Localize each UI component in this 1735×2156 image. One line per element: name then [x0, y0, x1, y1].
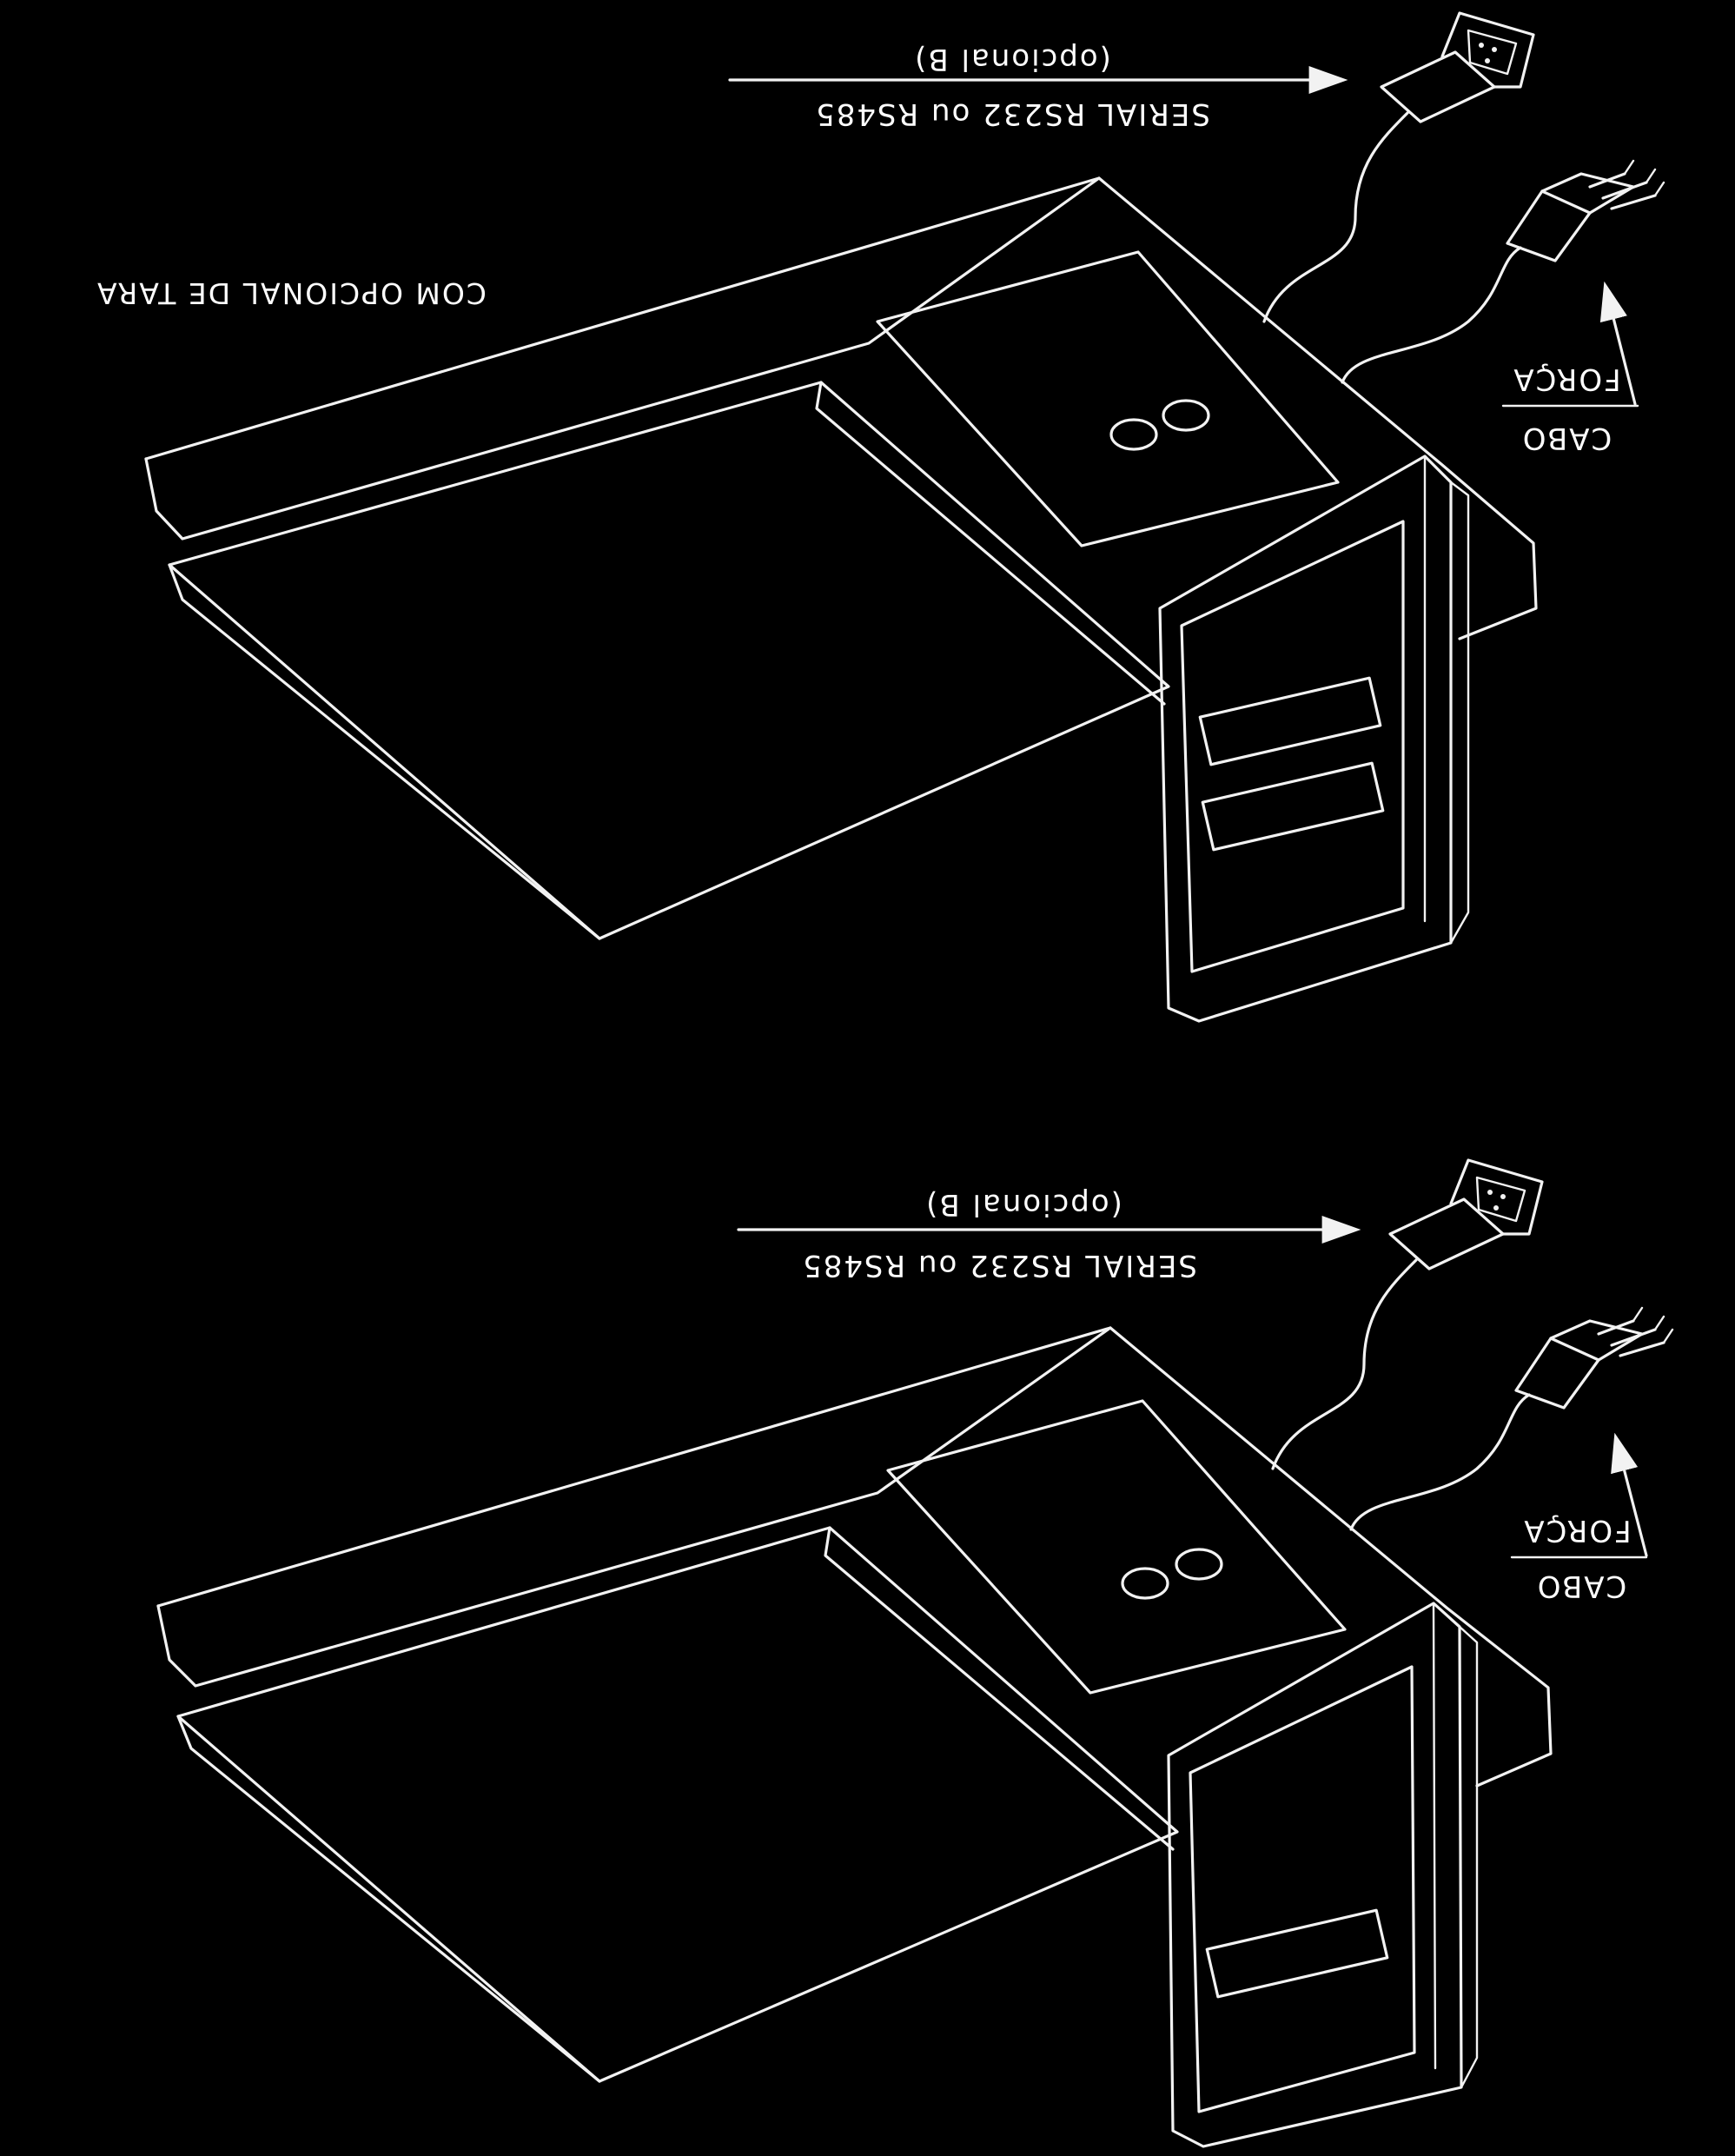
- indicator-inner: [1180, 520, 1405, 973]
- indicator-inner: [1189, 1665, 1416, 2113]
- platter-rim: [824, 1526, 1175, 1851]
- figure-b: (opcional B) SERIAL RS232 ou RS485 FORÇA…: [156, 1158, 1674, 2148]
- button-2: [1162, 399, 1210, 432]
- power-cable: [1341, 246, 1522, 384]
- scale-drawing-a: [144, 11, 1665, 1023]
- indicator-side: [1423, 454, 1470, 945]
- power-arrow: [1611, 1432, 1648, 1557]
- serial-interface-label: SERIAL RS232 ou RS485: [801, 1248, 1197, 1283]
- serial-option-label: (opcional B): [913, 42, 1111, 76]
- serial-cable: [1271, 1258, 1418, 1470]
- figure-caption: COM OPCIONAL DE TARA: [96, 276, 487, 310]
- platter-edge: [168, 563, 601, 940]
- power-label-line-2: FORÇA: [1522, 1513, 1631, 1548]
- base-top-panel: [886, 1399, 1347, 1695]
- power-label-line-1: CABO: [1536, 1569, 1627, 1603]
- base-outline: [144, 176, 1538, 640]
- indicator-side: [1432, 1602, 1479, 2089]
- power-arrow: [1599, 281, 1637, 406]
- db9-connector-icon: [1388, 1158, 1544, 1270]
- base-front-edge: [156, 1326, 1112, 1688]
- button-2: [1175, 1548, 1223, 1581]
- base-top-panel: [876, 250, 1340, 547]
- power-plug-icon: [1514, 1306, 1674, 1410]
- db9-connector-icon: [1380, 11, 1535, 123]
- button-1: [1121, 1567, 1169, 1600]
- base-outline: [156, 1326, 1553, 1788]
- power-label-line-2: FORÇA: [1512, 362, 1620, 396]
- display-window: [1205, 1908, 1389, 1999]
- display-window-1: [1198, 676, 1382, 766]
- platter-rim: [815, 381, 1166, 706]
- scale-drawing-b: [156, 1158, 1674, 2148]
- display-window-2: [1201, 761, 1385, 852]
- serial-option-label: (opcional B): [924, 1187, 1122, 1222]
- power-plug-icon: [1506, 159, 1665, 262]
- power-cable: [1349, 1393, 1531, 1531]
- serial-cable: [1262, 111, 1409, 323]
- figure-a: (opcional B) SERIAL RS232 ou RS485 COM O…: [96, 11, 1665, 1023]
- serial-interface-label: SERIAL RS232 ou RS485: [814, 96, 1210, 131]
- platter: [168, 381, 1170, 940]
- button-1: [1109, 418, 1158, 451]
- platter-edge: [176, 1715, 601, 2083]
- base-front-edge: [144, 176, 1101, 541]
- platter: [176, 1526, 1179, 2083]
- power-label-line-1: CABO: [1521, 421, 1612, 455]
- indicator-body: [1167, 1602, 1463, 2148]
